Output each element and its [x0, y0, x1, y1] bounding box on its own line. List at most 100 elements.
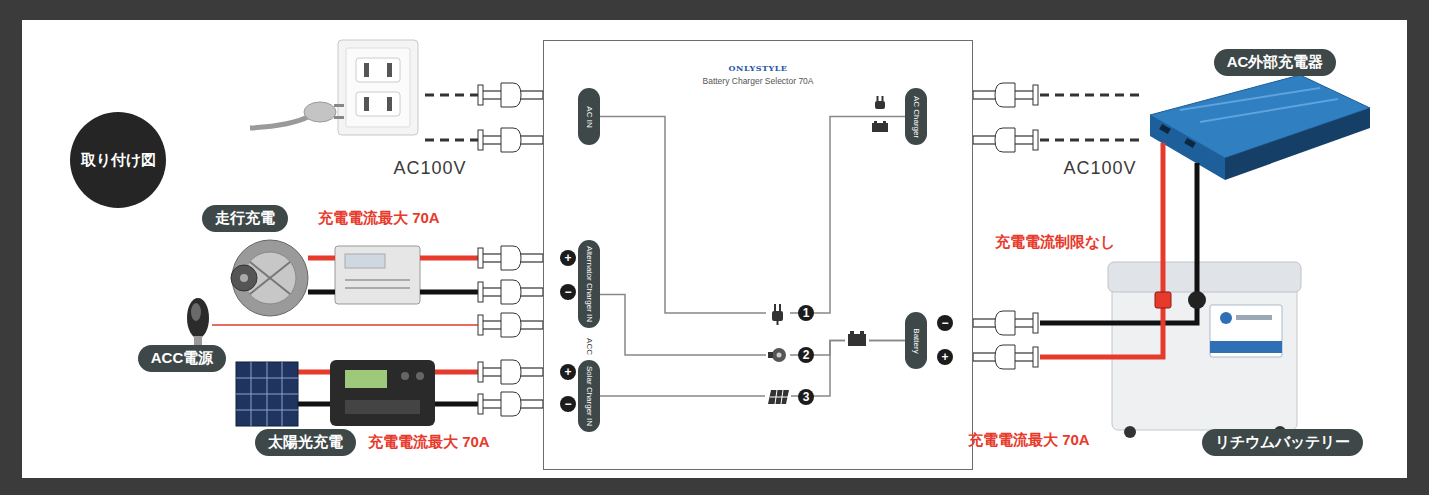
battery-cable	[1161, 143, 1166, 298]
polarity-mark: −	[560, 284, 576, 300]
battery-terminal	[1188, 291, 1206, 309]
device-tag: 太陽光充電	[255, 429, 356, 456]
terminal-lug	[478, 248, 483, 268]
plug-icon	[877, 96, 879, 101]
terminal-lug	[1033, 347, 1038, 367]
terminal-lug	[478, 280, 543, 304]
dashed-cable	[425, 94, 478, 97]
lithium-battery-illustration	[1220, 312, 1232, 324]
battery-terminal	[1155, 292, 1171, 308]
title-badge: 取り付け図	[70, 112, 166, 208]
output-pill: Battery	[905, 312, 927, 369]
plug-icon	[882, 96, 884, 101]
power-plug	[250, 116, 310, 128]
battery-icon	[883, 121, 886, 123]
wall-outlet	[364, 97, 369, 111]
acc-wire	[212, 325, 478, 326]
terminal-lug	[501, 246, 521, 270]
terminal-lug	[501, 313, 521, 337]
terminal-lug	[478, 83, 543, 107]
battery-icon	[845, 330, 869, 350]
panel	[22, 20, 1407, 478]
node-text: Battery	[912, 328, 921, 353]
terminal-lug	[478, 85, 483, 105]
lithium-battery-illustration	[1236, 315, 1272, 320]
solar-icon	[765, 386, 791, 408]
terminal-lug	[1033, 85, 1038, 105]
solar-controller-illustration	[401, 372, 409, 380]
alternator-illustration	[231, 265, 257, 291]
polarity-mark: −	[560, 396, 576, 412]
node-text: 走行充電	[215, 209, 275, 228]
battery-icon	[860, 331, 864, 334]
charge-cable	[308, 256, 478, 261]
device-tag: AC外部充電器	[1214, 49, 1337, 76]
selector-unit: ONLYSTYLEBattery Charger Selector 70AAC …	[543, 40, 973, 470]
alternator-illustration	[232, 240, 308, 316]
node-text: Battery Charger Selector 70A	[544, 76, 972, 86]
ac-charger-illustration	[1225, 108, 1370, 180]
lithium-battery-illustration	[1210, 305, 1282, 357]
dc-dc-charger-illustration	[345, 254, 385, 268]
terminal-lug	[973, 311, 1038, 335]
voltage-label: AC100V	[394, 158, 467, 179]
wall-outlet	[356, 92, 400, 116]
internal-wire	[600, 295, 905, 355]
dc-dc-charger-illustration	[345, 279, 410, 281]
terminal-lug	[478, 128, 543, 152]
terminal-lug	[478, 315, 483, 335]
dashed-cable	[1040, 94, 1140, 97]
ac-charger-illustration	[1180, 88, 1320, 110]
callout-number: 3	[798, 389, 814, 405]
wall-outlet	[346, 48, 410, 127]
solar-icon	[768, 390, 789, 404]
output-pill: AC Charger	[905, 88, 927, 145]
dc-dc-charger-illustration	[335, 246, 420, 304]
alternator-icon	[777, 353, 782, 358]
plug-icon	[875, 101, 885, 109]
battery-icon	[872, 123, 888, 132]
terminal-lug	[478, 83, 1038, 416]
plug-icon	[766, 302, 790, 326]
plug-icon	[774, 304, 776, 311]
acc-wire	[212, 324, 478, 326]
acc-key-illustration	[187, 298, 209, 346]
terminal-lug	[478, 362, 483, 382]
terminal-lug	[973, 128, 1038, 152]
terminal-lug	[478, 282, 483, 302]
terminal-lug	[501, 280, 521, 304]
terminal-lug	[478, 313, 543, 337]
polarity-mark: +	[937, 349, 953, 365]
device-tag: ACC電源	[138, 345, 227, 372]
plug-icon	[875, 96, 885, 109]
plug-icon	[772, 311, 783, 321]
solar-panel-illustration	[236, 362, 298, 426]
ac-charger-illustration	[1159, 124, 1171, 134]
dashed-cable	[1040, 139, 1140, 142]
solar-controller-illustration	[345, 370, 387, 388]
battery-cable	[1040, 143, 1197, 357]
terminal-lug	[995, 83, 1015, 107]
battery-icon	[874, 121, 877, 123]
alternator-icon	[768, 352, 773, 358]
current-note: 充電電流最大 70A	[368, 433, 490, 452]
polarity-mark: +	[560, 250, 576, 266]
lithium-battery-illustration	[1124, 426, 1136, 438]
node-text: Solar Charger IN	[585, 366, 594, 426]
node-text: AC外部充電器	[1227, 53, 1324, 72]
battery-icon	[848, 334, 866, 346]
polarity-mark: −	[937, 315, 953, 331]
lithium-battery-illustration	[1108, 262, 1301, 292]
current-note: 充電電流最大 70A	[968, 431, 1090, 450]
ac-charger-illustration	[1150, 75, 1370, 180]
terminal-lug	[1033, 313, 1038, 333]
terminal-lug	[973, 345, 1038, 369]
terminal-lug	[478, 130, 483, 150]
solar-icon	[765, 386, 791, 408]
device-tag: 走行充電	[202, 205, 288, 232]
terminal-lug	[478, 394, 483, 414]
terminal-lug	[501, 128, 521, 152]
solar-controller-illustration	[345, 400, 420, 414]
